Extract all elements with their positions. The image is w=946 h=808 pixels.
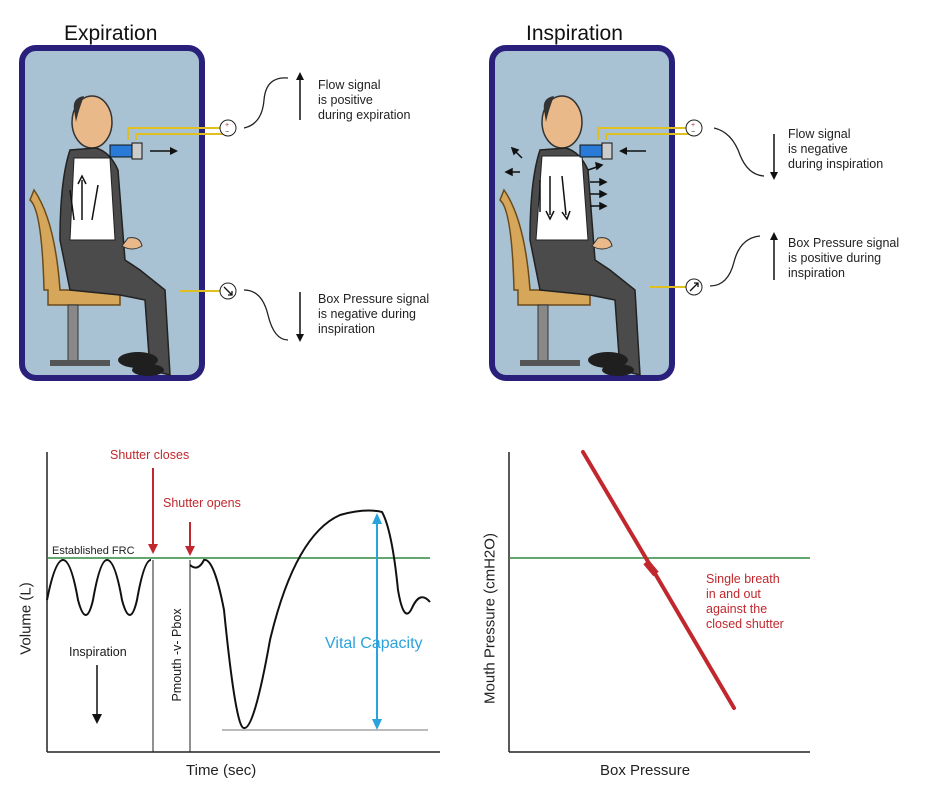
- pressure-y-axis-label: Mouth Pressure (cmH2O): [481, 533, 499, 704]
- svg-text:+: +: [691, 122, 695, 129]
- inspiration-flow-transducer-icon: [685, 119, 703, 137]
- inspiration-flow-note: Flow signal is negative during inspirati…: [788, 127, 884, 171]
- inspiration-title: Inspiration: [526, 22, 623, 45]
- inspiration-flow-curve: [713, 127, 765, 177]
- inspiration-mouthpiece-icon: [579, 127, 690, 160]
- shutter-opens-label: Shutter opens: [163, 496, 241, 510]
- frc-label: Established FRC: [52, 545, 135, 557]
- expiration-flow-up-arrow-icon: [296, 72, 304, 120]
- inspiration-box-curve: [709, 235, 761, 287]
- expiration-flow-curve: [243, 77, 289, 129]
- inspiration-illustration: + −: [489, 45, 778, 381]
- shutter-opens-arrow-icon: [185, 522, 195, 556]
- volume-y-axis-label: Volume (L): [17, 582, 35, 655]
- expiration-mouthpiece-icon: [109, 127, 225, 160]
- inspiration-flow-down-arrow-icon: [770, 134, 778, 180]
- inspiration-axis-label: Inspiration: [69, 645, 127, 659]
- pmouth-pbox-label: Pmouth -v- Pbox: [170, 608, 184, 702]
- vital-capacity-arrow-icon: [372, 513, 382, 730]
- svg-text:+: +: [225, 122, 229, 129]
- svg-text:−: −: [225, 129, 229, 136]
- expiration-box-curve: [243, 289, 289, 341]
- inspiration-down-arrow-icon: [92, 665, 102, 724]
- expiration-person-icon: [59, 95, 171, 376]
- expiration-box-note: Box Pressure signal is negative during i…: [318, 292, 430, 336]
- svg-text:−: −: [691, 129, 695, 136]
- chest-expansion-arrows-icon: [504, 146, 608, 211]
- expiration-flow-note: Flow signal is positive during expiratio…: [318, 78, 411, 122]
- pressure-x-axis-label: Box Pressure: [600, 762, 691, 779]
- single-breath-annotation: Single breath in and out against the clo…: [706, 572, 784, 631]
- expiration-title: Expiration: [64, 22, 158, 45]
- expiration-flow-transducer-icon: [219, 119, 237, 137]
- shutter-closes-label: Shutter closes: [110, 448, 190, 462]
- volume-x-axis-label: Time (sec): [186, 762, 257, 779]
- vital-capacity-trace: [189, 509, 431, 729]
- volume-time-chart: [46, 452, 440, 753]
- shutter-closes-arrow-icon: [148, 468, 158, 554]
- expiration-box-down-arrow-icon: [296, 292, 304, 342]
- pressure-chart: [508, 450, 810, 753]
- inspiration-box-note: Box Pressure signal is positive during i…: [788, 236, 900, 280]
- inspiration-person-icon: [529, 95, 641, 376]
- expiration-illustration: + −: [19, 45, 304, 381]
- vital-capacity-label: Vital Capacity: [325, 635, 423, 652]
- tidal-breathing-trace: [46, 558, 152, 616]
- inspiration-box-up-arrow-icon: [770, 232, 778, 280]
